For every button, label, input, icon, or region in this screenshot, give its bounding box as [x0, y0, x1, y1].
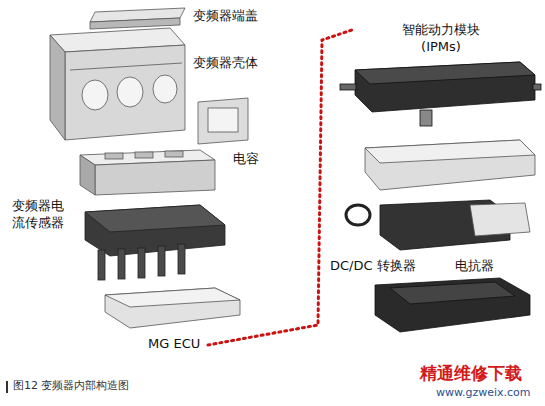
part-label: MG ECU [148, 336, 200, 353]
cooling-plate [365, 140, 535, 190]
part-label: 变频器端盖 [193, 8, 258, 25]
mg-ecu-board [105, 288, 240, 328]
housing-bracket [198, 98, 248, 144]
part-label: DC/DC 转换器 [330, 258, 416, 275]
part-label: 电抗器 [455, 258, 494, 275]
figure-caption: 图12 变频器内部构造图 [13, 379, 130, 393]
current-sensor [85, 205, 225, 280]
caption-bar [6, 381, 8, 393]
part-label: 电容 [233, 151, 259, 168]
capacitor [80, 150, 215, 195]
red-dotted-link [208, 30, 352, 345]
part-label: 变频器壳体 [193, 55, 258, 72]
watermark-url: www.gzweix.com [436, 386, 531, 400]
inverter-cover [90, 8, 185, 29]
part-label: 变频器电流传感器 [12, 198, 72, 232]
ipm-module [340, 62, 541, 126]
reactor [375, 278, 530, 332]
inverter-housing [50, 28, 185, 140]
part-label: 智能动力模块 (IPMs) [398, 22, 484, 56]
watermark: 精通维修下载 [420, 362, 522, 384]
dc-dc-converter [346, 200, 530, 250]
